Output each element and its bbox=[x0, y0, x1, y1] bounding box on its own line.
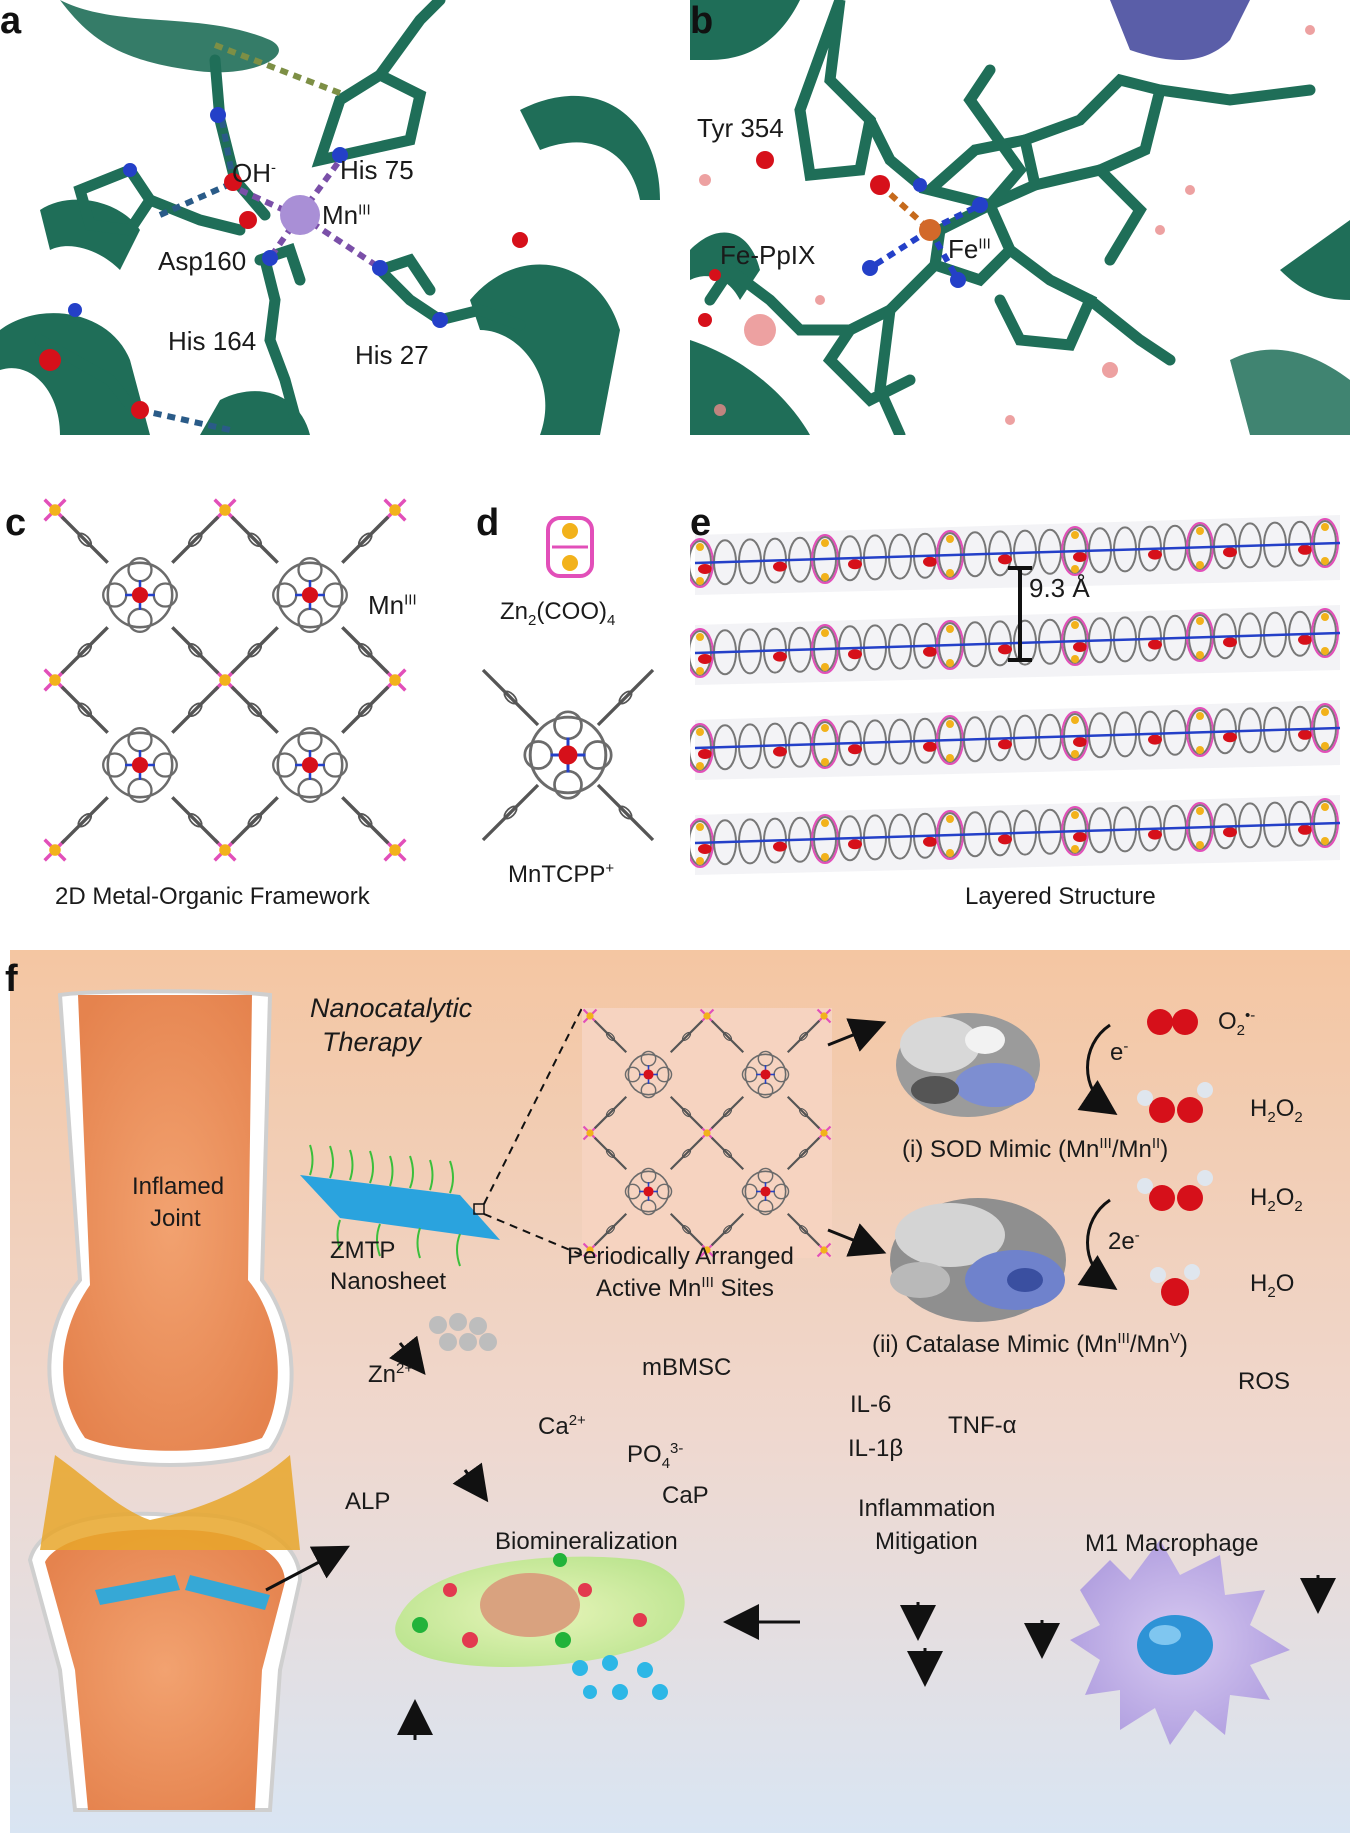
label-il6: IL-6 bbox=[850, 1391, 892, 1418]
panel-a-structure bbox=[0, 0, 660, 435]
label-superoxide: O2•- bbox=[1218, 1007, 1256, 1039]
panel-c-mof-grid bbox=[43, 498, 407, 862]
label-joint: Joint bbox=[150, 1205, 201, 1232]
label-tyr354: Tyr 354 bbox=[697, 113, 784, 143]
label-mn-iii: MnIII bbox=[322, 200, 371, 230]
label-mn-iii-c: MnIII bbox=[368, 590, 417, 620]
label-zn2-plus: Zn2+ bbox=[368, 1360, 414, 1388]
label-catalase-mimic: (ii) Catalase Mimic (MnIII/MnV) bbox=[872, 1330, 1188, 1358]
panel-b-structure bbox=[690, 0, 1350, 435]
label-inflammation: Inflammation bbox=[858, 1495, 996, 1522]
label-his75: His 75 bbox=[340, 155, 414, 185]
label-h2o: H2O bbox=[1250, 1270, 1295, 1301]
label-zmtp: ZMTP bbox=[330, 1237, 396, 1264]
label-zn2-coo4: Zn2(COO)4 bbox=[500, 598, 616, 629]
panel-f: Nanocatalytic Therapy Inflamed Joint ZMT… bbox=[0, 950, 1350, 1833]
caption-layered-structure: Layered Structure bbox=[965, 883, 1156, 910]
panel-label-c: c bbox=[5, 502, 27, 544]
label-mitigation: Mitigation bbox=[875, 1528, 978, 1555]
panel-e: 9.3 Å Layered Structure e bbox=[690, 490, 1350, 910]
panel-d: Zn2(COO)4 MnTCPP+ d bbox=[470, 490, 670, 910]
panel-e-layers bbox=[690, 515, 1341, 875]
panel-label-a: a bbox=[0, 0, 22, 42]
label-tnfa: TNF-α bbox=[948, 1412, 1017, 1439]
caption-2d-mof: 2D Metal-Organic Framework bbox=[55, 883, 370, 910]
label-nanosheet: Nanosheet bbox=[330, 1268, 447, 1295]
label-nanocatalytic: Nanocatalytic bbox=[310, 993, 473, 1023]
panel-b: Tyr 354 Fe-PpIX FeIII b bbox=[690, 0, 1350, 435]
label-oh: OH- bbox=[232, 158, 276, 188]
catalase-enzyme-blob bbox=[890, 1198, 1066, 1322]
label-interlayer-spacing: 9.3 Å bbox=[1029, 573, 1090, 603]
panel-d-building-blocks bbox=[481, 516, 655, 842]
label-alp: ALP bbox=[345, 1488, 391, 1515]
label-fe-iii: FeIII bbox=[948, 234, 991, 264]
label-2e-minus: 2e- bbox=[1108, 1227, 1140, 1255]
label-periodically-arranged: Periodically Arranged bbox=[567, 1243, 794, 1270]
label-ros: ROS bbox=[1238, 1368, 1291, 1395]
panel-a: OH- MnIII His 75 Asp160 His 164 His 27 a bbox=[0, 0, 660, 435]
label-m1-macrophage: M1 Macrophage bbox=[1085, 1530, 1259, 1557]
label-asp160: Asp160 bbox=[158, 246, 247, 276]
label-fe-ppix: Fe-PpIX bbox=[720, 240, 816, 270]
label-il1b: IL-1β bbox=[848, 1435, 904, 1462]
panel-label-d: d bbox=[476, 502, 500, 544]
label-mbmsc: mBMSC bbox=[642, 1354, 732, 1381]
sod-enzyme-blob bbox=[896, 1013, 1040, 1117]
label-sod-mimic: (i) SOD Mimic (MnIII/MnII) bbox=[902, 1135, 1169, 1163]
panel-c: MnIII 2D Metal-Organic Framework c bbox=[0, 490, 470, 910]
label-h2o2-sod: H2O2 bbox=[1250, 1095, 1303, 1126]
label-active-sites: Active MnIII Sites bbox=[596, 1274, 774, 1302]
label-his164: His 164 bbox=[168, 326, 257, 356]
label-cap: CaP bbox=[662, 1482, 709, 1509]
label-e-minus: e- bbox=[1110, 1038, 1129, 1066]
label-biomineralization: Biomineralization bbox=[495, 1528, 678, 1555]
panel-label-f: f bbox=[5, 958, 18, 1000]
panel-f-scheme bbox=[10, 950, 1350, 1833]
label-inflamed: Inflamed bbox=[132, 1173, 225, 1200]
panel-label-e: e bbox=[690, 502, 712, 544]
label-po4: PO43- bbox=[627, 1440, 684, 1472]
label-therapy: Therapy bbox=[322, 1027, 422, 1057]
label-ca2-plus: Ca2+ bbox=[538, 1412, 586, 1440]
label-his27: His 27 bbox=[355, 340, 429, 370]
label-h2o2-cat: H2O2 bbox=[1250, 1184, 1303, 1215]
label-mntcpp: MnTCPP+ bbox=[508, 860, 615, 888]
panel-label-b: b bbox=[690, 0, 714, 42]
